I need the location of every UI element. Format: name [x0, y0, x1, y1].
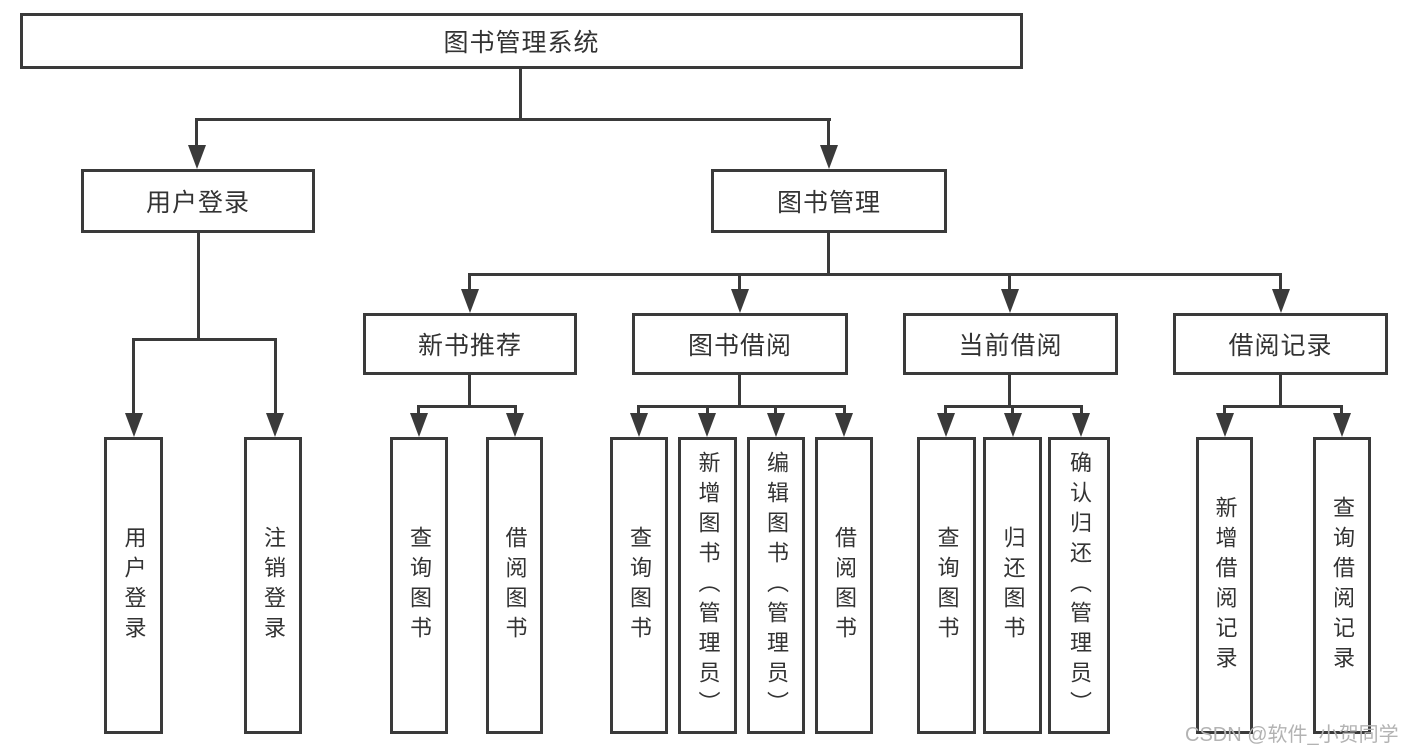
leaf-return-books: 归还图书	[983, 437, 1042, 734]
arrow-down-icon	[188, 145, 206, 169]
connector-line	[514, 405, 517, 417]
connector-line	[195, 118, 198, 149]
connector-line	[1080, 405, 1083, 417]
arrow-down-icon	[630, 413, 648, 437]
node-current-borrowing: 当前借阅	[903, 313, 1118, 375]
arrow-down-icon	[1072, 413, 1090, 437]
leaf-add-borrow-record: 新增借阅记录	[1196, 437, 1253, 734]
connector-line	[132, 338, 277, 341]
arrow-down-icon	[835, 413, 853, 437]
leaf-user-login: 用户登录	[104, 437, 163, 734]
connector-line	[738, 375, 741, 405]
connector-line	[1011, 405, 1014, 417]
leaf-query-books-recommend: 查询图书	[390, 437, 448, 734]
leaf-borrow-books-recommend: 借阅图书	[486, 437, 543, 734]
connector-line	[468, 273, 1282, 276]
node-book-borrowing: 图书借阅	[632, 313, 848, 375]
connector-line	[417, 405, 420, 417]
arrow-down-icon	[461, 289, 479, 313]
leaf-logout-login: 注销登录	[244, 437, 302, 734]
arrow-down-icon	[731, 289, 749, 313]
arrow-down-icon	[1001, 289, 1019, 313]
node-user-login: 用户登录	[81, 169, 315, 233]
arrow-down-icon	[125, 413, 143, 437]
connector-line	[196, 118, 831, 121]
connector-line	[843, 405, 846, 417]
connector-line	[1223, 405, 1226, 417]
connector-line	[827, 233, 830, 273]
connector-line	[1340, 405, 1343, 417]
connector-line	[417, 405, 517, 408]
connector-line	[468, 375, 471, 405]
node-library-system: 图书管理系统	[20, 13, 1023, 69]
arrow-down-icon	[767, 413, 785, 437]
connector-line	[1279, 273, 1282, 291]
connector-line	[1223, 405, 1343, 408]
arrow-down-icon	[1216, 413, 1234, 437]
connector-line	[738, 273, 741, 291]
leaf-query-books-borrowing: 查询图书	[610, 437, 668, 734]
leaf-edit-books-admin: 编辑图书（管理员）	[747, 437, 805, 734]
leaf-borrow-books-borrowing: 借阅图书	[815, 437, 873, 734]
connector-line	[774, 405, 777, 417]
arrow-down-icon	[937, 413, 955, 437]
arrow-down-icon	[1272, 289, 1290, 313]
arrow-down-icon	[1333, 413, 1351, 437]
node-new-book-recommend: 新书推荐	[363, 313, 577, 375]
connector-line	[274, 338, 277, 415]
connector-line	[827, 118, 830, 149]
connector-line	[197, 233, 200, 338]
connector-line	[1279, 375, 1282, 405]
arrow-down-icon	[410, 413, 428, 437]
node-book-management: 图书管理	[711, 169, 947, 233]
leaf-query-borrow-record: 查询借阅记录	[1313, 437, 1371, 734]
connector-line	[1008, 375, 1011, 405]
connector-line	[637, 405, 640, 417]
connector-line	[944, 405, 947, 417]
arrow-down-icon	[820, 145, 838, 169]
arrow-down-icon	[266, 413, 284, 437]
connector-line	[132, 338, 135, 415]
node-borrowing-records: 借阅记录	[1173, 313, 1388, 375]
connector-line	[468, 273, 471, 291]
connector-line	[519, 69, 522, 118]
leaf-add-books-admin: 新增图书（管理员）	[678, 437, 737, 734]
leaf-confirm-return-admin: 确认归还（管理员）	[1048, 437, 1110, 734]
connector-line	[637, 405, 846, 408]
arrow-down-icon	[1004, 413, 1022, 437]
connector-line	[1008, 273, 1011, 291]
arrow-down-icon	[698, 413, 716, 437]
connector-line	[706, 405, 709, 417]
leaf-query-books-current: 查询图书	[917, 437, 976, 734]
arrow-down-icon	[506, 413, 524, 437]
watermark: CSDN @软件_小贺同学	[1185, 724, 1399, 746]
